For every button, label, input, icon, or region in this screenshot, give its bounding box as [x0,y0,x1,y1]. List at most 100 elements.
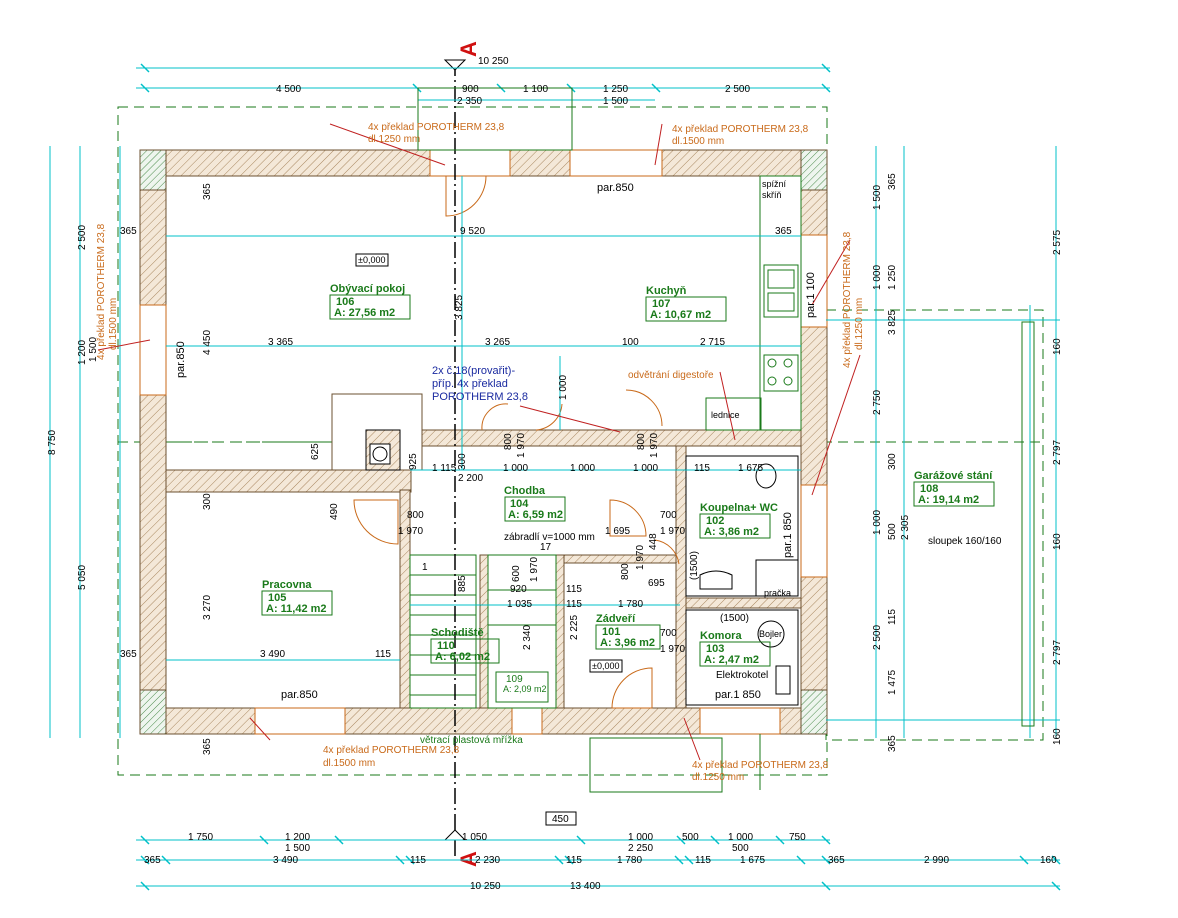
par-850-left: par.850 [175,341,187,378]
dim-300b: 300 [457,453,468,470]
dim-right-c2-5: 2 305 [900,515,911,540]
dim-1970g: 1 970 [529,557,540,582]
par-1100: par.1 100 [805,272,817,318]
dim-885: 885 [457,575,468,592]
room-area-109: A: 2,09 m2 [503,684,547,694]
dim-right-c1-2: 1 000 [872,265,883,290]
dim-800a: 800 [407,510,424,521]
dim-top-7: 1 500 [603,96,628,107]
dim-right-c1-5: 2 500 [872,625,883,650]
dim-bottom-1: 1 750 [188,832,213,843]
room-num-109: 109 [506,674,523,685]
lintel-5-l1: 4x překlad POROTHERM 23,8 [692,760,829,771]
dim-left-4450: 4 450 [202,330,213,355]
dim-bottom-r2-6: 1 780 [617,855,642,866]
dim-right-c1-6: 1 475 [887,670,898,695]
dim-1780: 1 780 [618,599,643,610]
dim-bottom-r2-4: 2 230 [475,855,500,866]
dim-top-6: 2 350 [457,96,482,107]
tag-450: 450 [552,814,569,825]
room-garaz: Garážové stání 108 A: 19,14 m2 [913,470,995,507]
dim-115d: 115 [566,599,582,610]
dim-top-1: 4 500 [276,84,301,95]
section-label-bottom: A [456,851,481,867]
room-num-garaz: 108 [920,483,938,495]
dim-1115: 1 115 [432,463,457,474]
dim-9520: 9 520 [460,226,485,237]
room-area-zadveri: A: 3,96 m2 [600,637,655,649]
dim-bottom-r2-3: 115 [410,855,426,866]
lednice: lednice [711,410,740,420]
dim-right-c2-2: 1 250 [887,265,898,290]
dim-bottom-2: 1 200 [285,832,310,843]
dim-right-c2-4: 300 [887,453,898,470]
dim-left-5050: 5 050 [77,565,88,590]
room-area-kuchyn: A: 10,67 m2 [650,309,711,321]
dim-3265: 3 265 [485,337,510,348]
dim-100: 100 [622,337,639,348]
dim-bottom-r2-7: 115 [695,855,711,866]
room-area-koupelna: A: 3,86 m2 [704,526,759,538]
par-1850-bath: par.1 850 [782,512,794,558]
dim-1000v: 1 000 [558,375,569,400]
room-name-komora: Komora [700,630,742,642]
dim-1000c: 1 000 [633,463,658,474]
dim-bottom-r2-9: 365 [828,855,845,866]
dim-490: 490 [329,503,340,520]
dim-115b: 115 [375,649,391,660]
dim-bottom-r2-10: 2 990 [924,855,949,866]
room-name-schodiste: Schodiště [431,627,484,639]
dim-bottom-r2-11: 160 [1040,855,1057,866]
spizni: spížní [762,179,787,189]
dim-top-5: 2 500 [725,84,750,95]
room-koupelna: Koupelna+ WC 102 A: 3,86 m2 [699,502,778,539]
lintel-1-l1: 4x překlad POROTHERM 23,8 [368,122,505,133]
room-109: 109 A: 2,09 m2 [503,674,547,694]
dim-1970c: 1 970 [660,644,685,655]
dim-1970e: 1 970 [649,433,660,458]
dim-1675: 1 675 [738,463,763,474]
lintel-4-l2: dl.1500 mm [323,758,375,769]
dim-1000b: 1 000 [570,463,595,474]
dim-bottom-10: 500 [732,843,749,854]
dim-1970a: 1 970 [398,526,423,537]
dim-bottom-r3-1: 10 250 [470,881,501,892]
par-850-top: par.850 [597,182,634,194]
dim-left-365a: 365 [120,226,137,237]
sloupek: sloupek 160/160 [928,536,1002,547]
room-area-komora: A: 2,47 m2 [704,654,759,666]
par-850-bottom: par.850 [281,689,318,701]
lintel-2-l1: 4x překlad POROTHERM 23,8 [672,124,809,135]
room-name-koupelna: Koupelna+ WC [700,502,778,514]
room-num-pracovna: 105 [268,592,286,604]
level-box-1 [355,253,389,267]
dim-left-625: 625 [310,443,321,460]
doors [353,175,680,709]
room-obyvaci: Obývací pokoj 106 A: 27,56 m2 [329,283,411,320]
dim-800d: 800 [636,433,647,450]
room-zadveri: Zádveří 101 A: 3,96 m2 [595,613,661,650]
dim-3490: 3 490 [260,649,285,660]
room-pracovna: Pracovna 105 A: 11,42 m2 [261,579,333,616]
room-name-chodba: Chodba [504,485,546,497]
dim-448: 448 [648,533,659,550]
room-kuchyn: Kuchyň 107 A: 10,67 m2 [645,285,727,322]
lintel-3-l1: 4x překlad POROTHERM 23,8 [96,223,107,360]
dim-2715: 2 715 [700,337,725,348]
dim-1: 1 [422,562,428,573]
level-box-2 [589,659,623,673]
dim-bottom-r2-5: 115 [566,855,582,866]
dim-right-c2-3: 3 825 [887,310,898,335]
room-area-pracovna: A: 11,42 m2 [266,603,327,615]
dim-bottom-8: 1 500 [285,843,310,854]
room-num-zadveri: 101 [602,626,620,638]
misc-lines [417,87,1035,793]
bojler: Bojler [759,629,782,639]
chimney [365,429,401,471]
lintel-6-l2: dl.1250 mm [854,298,865,350]
dim-600: 600 [511,565,522,582]
d1500-komora: (1500) [720,613,749,624]
level-2: ±0,000 [592,661,619,671]
precast-note-3: POROTHERM 23,8 [432,391,528,403]
room-name-obyvaci: Obývací pokoj [330,283,405,295]
